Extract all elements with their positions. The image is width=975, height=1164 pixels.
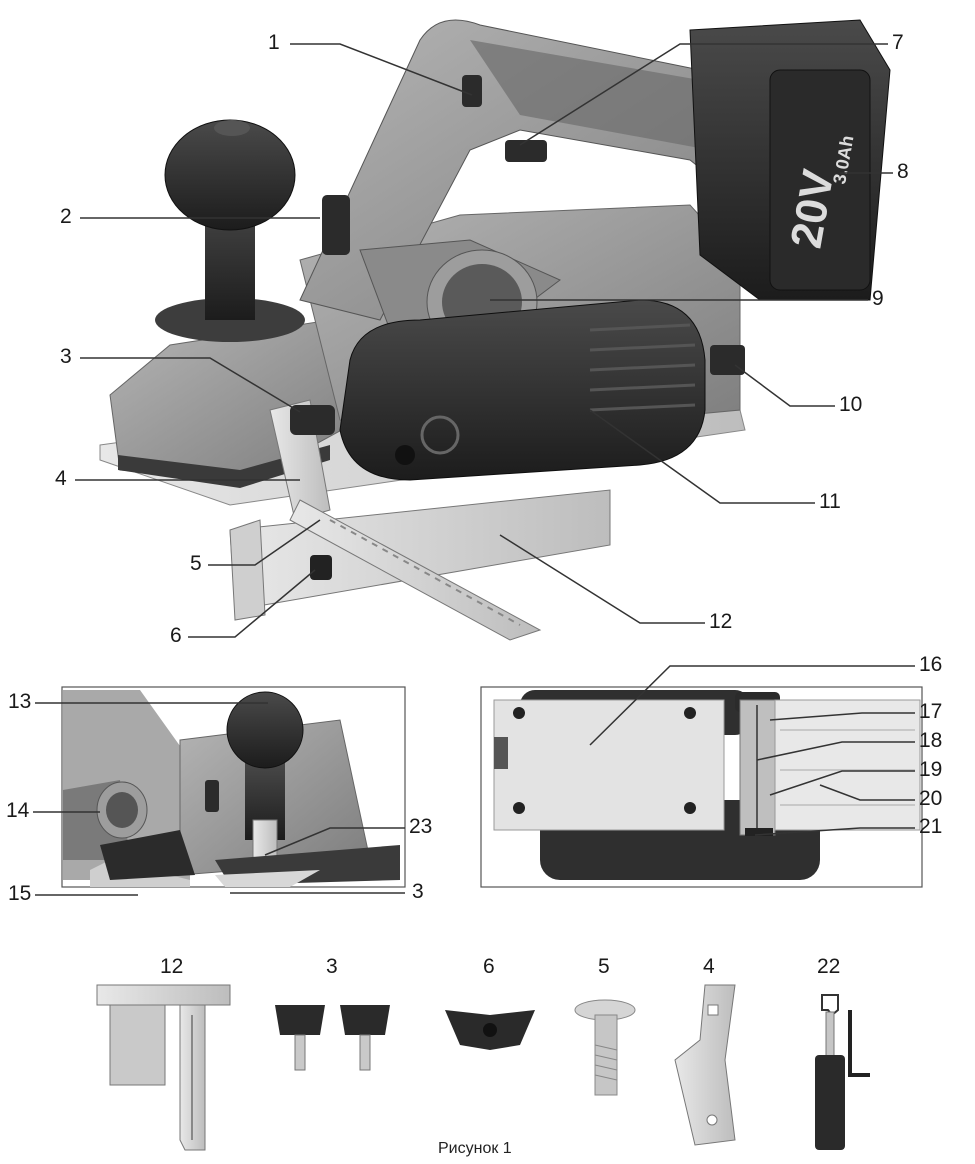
callout-5: 5: [190, 552, 202, 575]
callout-acc-3: 3: [326, 955, 338, 978]
callout-3-inset: 3: [412, 880, 424, 903]
callout-acc-5: 5: [598, 955, 610, 978]
callout-acc-4: 4: [703, 955, 715, 978]
callout-16: 16: [919, 653, 943, 676]
callout-1: 1: [268, 31, 280, 54]
accessory-fence: [96, 984, 231, 1151]
front-knob: [155, 119, 305, 342]
callout-3: 3: [60, 345, 72, 368]
felt-pad: [118, 445, 330, 488]
side-button: [710, 345, 745, 375]
callout-8: 8: [897, 160, 909, 183]
callout-10: 10: [839, 393, 863, 416]
callout-acc-22: 22: [817, 955, 841, 978]
battery-pack: 20V 3.0Ah: [689, 19, 891, 301]
inset-leader-lines: [33, 665, 915, 896]
callout-9: 9: [872, 287, 884, 310]
handle-grip: [470, 40, 745, 150]
parallel-fence: [229, 399, 611, 641]
callout-4: 4: [55, 467, 67, 490]
inset-right-view: [493, 690, 921, 880]
inset-right-frame: [480, 686, 923, 888]
accessory-bracket: [674, 984, 736, 1146]
callout-acc-6: 6: [483, 955, 495, 978]
callout-12: 12: [709, 610, 733, 633]
callout-13: 13: [8, 690, 32, 713]
inset-left-view: [63, 690, 400, 887]
callout-15: 15: [8, 882, 32, 905]
accessory-bolt: [574, 999, 636, 1096]
callout-23: 23: [409, 815, 433, 838]
accessory-knobs: [275, 1005, 390, 1071]
callout-11: 11: [819, 490, 841, 513]
figure-caption: Рисунок 1: [438, 1140, 512, 1157]
planer-main-view: 20V 3.0Ah: [99, 19, 891, 641]
callout-7: 7: [892, 31, 904, 54]
callout-14: 14: [6, 799, 30, 822]
callout-2: 2: [60, 205, 72, 228]
accessory-wrench: [815, 994, 870, 1150]
callout-18: 18: [919, 729, 943, 752]
depth-lever: [322, 195, 350, 255]
callout-21: 21: [919, 815, 943, 838]
belt-cover: [339, 299, 706, 481]
callout-17: 17: [919, 700, 943, 723]
callout-20: 20: [919, 787, 943, 810]
switch-lock: [462, 75, 482, 107]
callout-acc-12: 12: [160, 955, 184, 978]
callout-19: 19: [919, 758, 943, 781]
accessory-wing-nut: [445, 1010, 535, 1050]
main-leader-lines: [75, 43, 893, 638]
trigger-switch: [505, 140, 547, 162]
callout-6: 6: [170, 624, 182, 647]
